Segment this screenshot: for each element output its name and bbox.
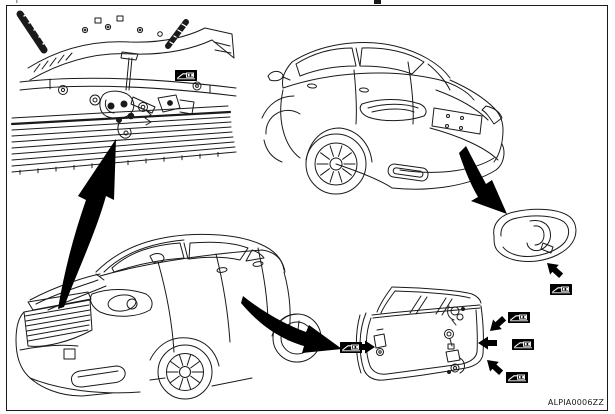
roof-line: [95, 233, 261, 273]
front-vehicle-view: [15, 233, 322, 400]
vehicle-tag-icon: [549, 283, 573, 296]
fog-lamp: [71, 365, 126, 388]
license-recess: [431, 107, 483, 135]
grille: [23, 291, 93, 347]
vehicle-tag-icon: [505, 371, 529, 384]
trunk-lid: [449, 79, 495, 109]
door-window: [391, 286, 482, 304]
bumper-bracket: [63, 348, 76, 360]
door-front-lock-hardware: [373, 328, 387, 356]
wheel: [305, 127, 393, 195]
vehicle-tag-icon: [511, 338, 535, 351]
front-bumper: [15, 311, 113, 397]
vehicle-tag-icon: [174, 69, 198, 82]
vehicle-tag-icon: [507, 311, 531, 324]
figure-border: [6, 5, 608, 411]
side-mirror: [149, 253, 165, 264]
corrugated-hose: [16, 10, 48, 54]
side-mirror: [267, 70, 284, 82]
door-latch-middle: [444, 329, 455, 350]
detail-leader-arrow-door: [241, 296, 342, 353]
door-handle: [216, 267, 228, 273]
door-panel: [359, 305, 484, 381]
vehicle-tag-icon: [339, 341, 363, 354]
wheel: [261, 95, 301, 135]
callout-arrow-icon: [482, 355, 506, 378]
cowl-duct: [27, 27, 206, 69]
hood-rod: [125, 57, 133, 91]
cropped-artifact: [16, 0, 18, 3]
engine-compartment-detail: [10, 10, 237, 175]
rear-vehicle-view: [261, 42, 505, 195]
detail-leader-arrow-hood: [58, 139, 116, 309]
door-lock-assembly-view: [355, 286, 484, 381]
door-handle: [307, 83, 317, 89]
roof-line: [291, 42, 451, 79]
rear-bumper: [429, 127, 499, 161]
grille-hatch-lines: [10, 105, 237, 175]
callout-arrow-icon: [485, 313, 509, 336]
headlight: [89, 289, 153, 317]
taillight: [359, 99, 503, 125]
door-handle: [359, 87, 369, 93]
door-handle: [252, 261, 264, 267]
door-latch-bottom: [445, 349, 465, 374]
door-latch-top: [447, 305, 465, 326]
callout-arrow-icon: [478, 336, 497, 350]
cropped-artifact: [374, 0, 381, 4]
wheel: [149, 337, 220, 400]
figure-code: ALPIA0006ZZ: [548, 398, 604, 407]
detail-leader-arrow-trunk: [459, 146, 507, 214]
callout-arrow-icon: [542, 258, 566, 281]
core-support: [19, 77, 237, 89]
trunk-lid-lock: [493, 208, 577, 262]
